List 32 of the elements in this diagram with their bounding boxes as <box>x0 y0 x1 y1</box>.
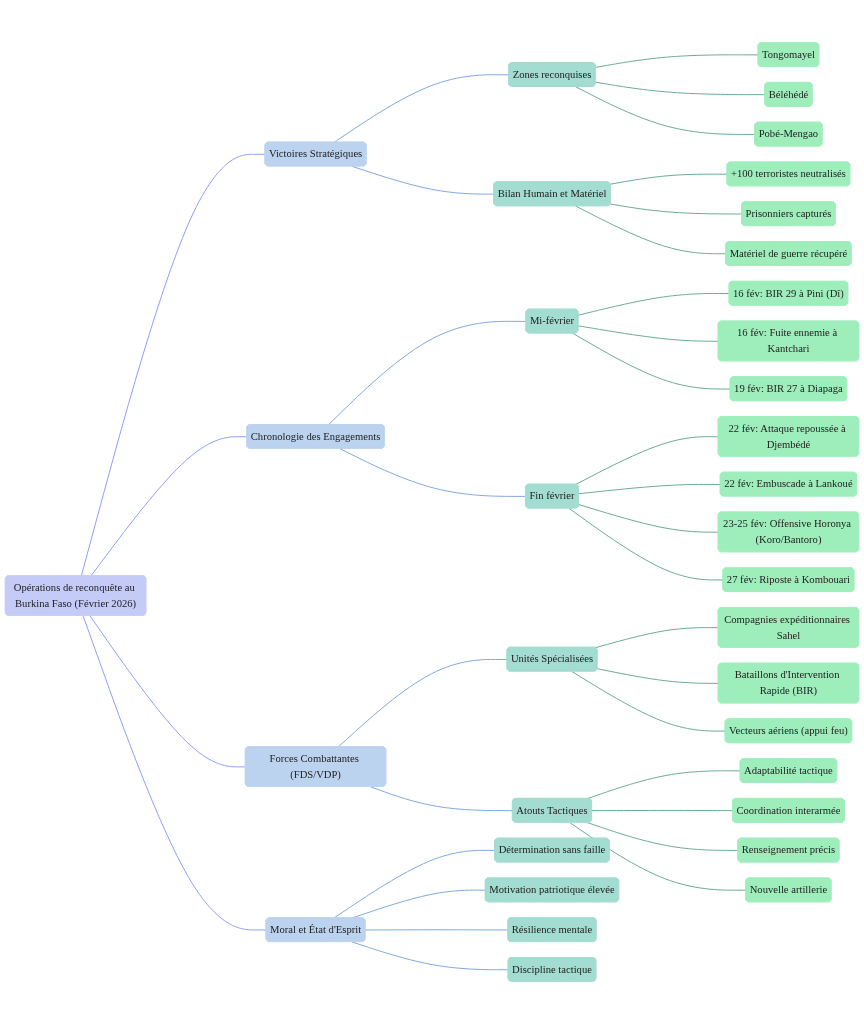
connector <box>571 670 726 732</box>
connector <box>586 822 739 851</box>
connector <box>578 483 722 495</box>
connector <box>578 504 719 533</box>
connector <box>572 332 731 390</box>
connector <box>90 436 248 577</box>
connector <box>351 165 495 195</box>
connector <box>609 203 743 215</box>
connector <box>364 929 509 931</box>
connector <box>577 325 719 342</box>
connector <box>595 81 766 96</box>
connector <box>568 507 724 581</box>
connector <box>594 627 719 649</box>
connector <box>339 448 527 497</box>
connector <box>82 615 267 931</box>
connector <box>575 86 756 135</box>
connector <box>586 770 741 800</box>
connector <box>333 849 496 919</box>
connector <box>337 658 508 748</box>
connector <box>596 668 719 684</box>
connector <box>80 153 266 577</box>
connector <box>591 809 734 812</box>
connector <box>89 615 247 768</box>
connector <box>575 436 719 485</box>
connector <box>569 822 747 891</box>
connector <box>595 54 759 68</box>
connector <box>351 941 509 971</box>
connector <box>575 205 727 255</box>
connector <box>577 293 730 316</box>
connector <box>609 173 728 185</box>
connector <box>327 320 527 426</box>
connector <box>333 74 510 143</box>
